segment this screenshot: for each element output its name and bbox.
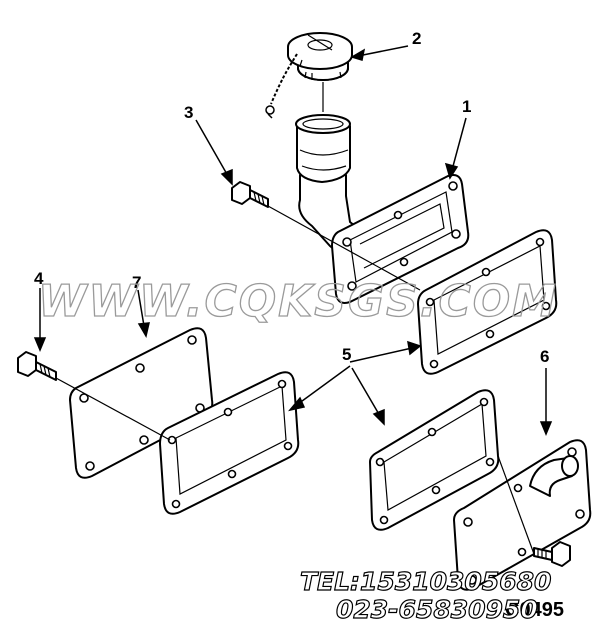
cover-plate-part-7	[69, 327, 214, 479]
bolt-part-3	[231, 181, 269, 208]
part-code: C0495	[505, 599, 564, 621]
elbow-cover-part-6	[453, 439, 592, 591]
filler-cap-part	[265, 32, 353, 119]
callout-6: 6	[540, 347, 549, 366]
gasket-upper-right	[417, 229, 558, 375]
watermark-text: WWW.CQKSGS.COM	[38, 276, 558, 327]
callout-arrows	[33, 45, 553, 436]
bolt-part-6-fastener	[533, 541, 571, 567]
gasket-lower-right	[369, 389, 500, 531]
tel-text: TEL:15310305680	[300, 567, 551, 596]
callout-1: 1	[462, 97, 471, 116]
callout-2: 2	[412, 29, 421, 48]
callout-7: 7	[132, 273, 141, 292]
callout-3: 3	[184, 103, 193, 122]
phone-text: 023-65830950	[336, 595, 538, 624]
callout-labels: 1 2 3 4 7 5 6	[34, 29, 549, 366]
filler-neck-housing-part	[295, 114, 470, 304]
bolt-part-4	[17, 351, 57, 381]
callout-5: 5	[342, 345, 351, 364]
callout-4: 4	[34, 269, 44, 288]
assembly-centerlines	[55, 82, 535, 555]
gasket-left	[159, 371, 300, 515]
